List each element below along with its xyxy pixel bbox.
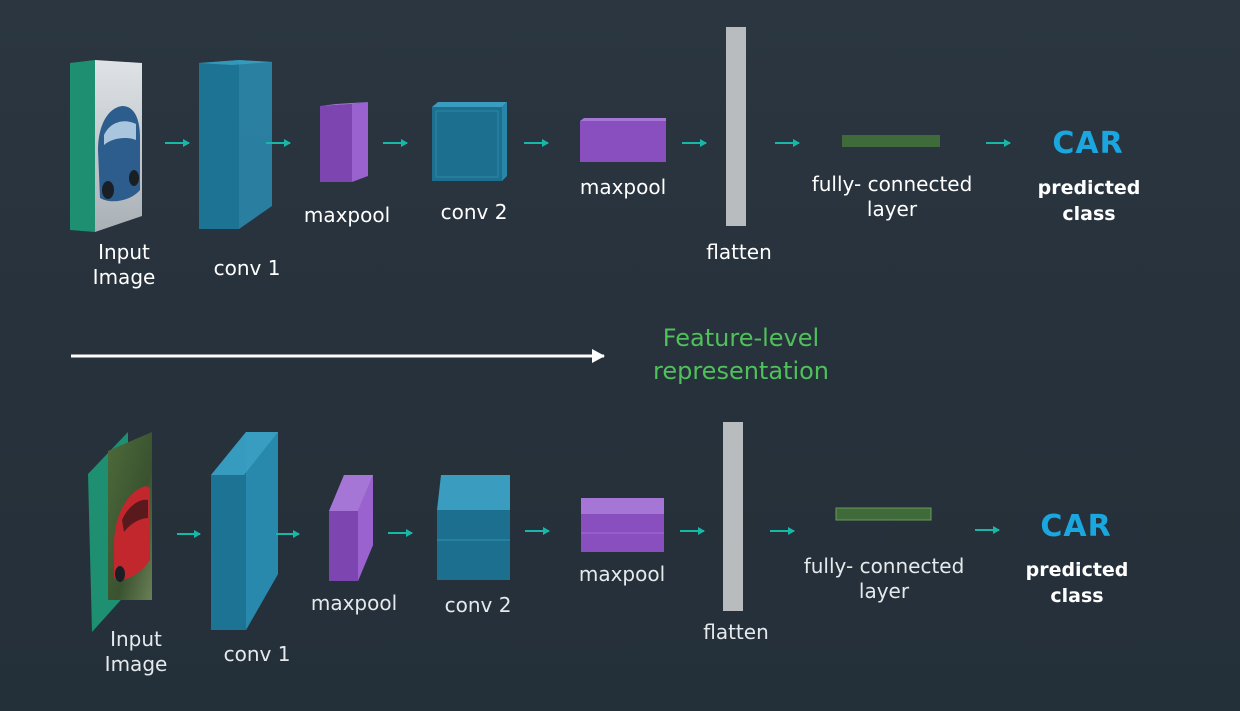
bottom-fc-label-line2: layer [858, 579, 910, 603]
bottom-arrows [177, 526, 1000, 538]
top-output-sublabel: predicted class [1038, 175, 1141, 227]
top-flatten-label: flatten [706, 240, 772, 264]
bottom-maxpool1-label: maxpool [310, 591, 398, 615]
top-input-label: Input Image [93, 240, 156, 290]
top-conv1-label: conv 1 [213, 256, 281, 280]
top-fc-bar [842, 135, 940, 147]
top-maxpool2-block [580, 118, 666, 162]
top-conv2-block [432, 102, 507, 181]
top-conv1-block [199, 60, 272, 229]
bottom-conv2-block [437, 475, 510, 580]
top-input-label-line1: Input [98, 240, 150, 264]
top-maxpool1-block [320, 102, 368, 182]
top-output-car: CAR [1052, 126, 1124, 161]
bottom-output-sub-line2: class [1050, 585, 1104, 607]
top-row [70, 27, 1011, 232]
bottom-fc-bar [835, 507, 932, 521]
bottom-maxpool2-block [581, 498, 664, 552]
top-fc-label: fully- connected layer [812, 172, 973, 222]
top-flatten-bar [726, 27, 746, 226]
bottom-fc-label-line1: fully- connected [803, 554, 965, 578]
top-fc-label-line2: layer [866, 197, 918, 221]
red-car-photo-icon [114, 486, 150, 582]
top-input-label-line2: Image [92, 265, 156, 289]
bottom-output-sublabel: predicted class [1026, 557, 1129, 609]
top-output-sub-line1: predicted [1037, 177, 1141, 199]
top-maxpool1-label: maxpool [303, 203, 391, 227]
bottom-input-image [88, 432, 152, 632]
bottom-input-label-line2: Image [104, 652, 168, 676]
top-maxpool2-label: maxpool [579, 175, 667, 199]
feature-level-label: Feature-level representation [653, 322, 829, 388]
car-photo-icon [98, 106, 140, 202]
bottom-output-sub-line1: predicted [1025, 559, 1129, 581]
bottom-input-label-line1: Input [110, 627, 162, 651]
bottom-output-car: CAR [1040, 509, 1112, 544]
bottom-conv1-label: conv 1 [223, 642, 291, 666]
bottom-flatten-bar [723, 422, 743, 611]
bottom-maxpool2-label: maxpool [578, 562, 666, 586]
bottom-conv2-label: conv 2 [444, 593, 512, 617]
top-fc-label-line1: fully- connected [811, 172, 973, 196]
bottom-conv1-block [211, 432, 278, 630]
bottom-fc-label: fully- connected layer [804, 554, 965, 604]
bottom-flatten-label: flatten [703, 620, 769, 644]
bottom-row [88, 422, 1000, 632]
feature-level-label-line2: representation [652, 357, 830, 385]
top-output-sub-line2: class [1062, 203, 1116, 225]
bottom-input-label: Input Image [105, 627, 168, 677]
top-conv2-label: conv 2 [440, 200, 508, 224]
feature-level-label-line1: Feature-level [662, 324, 820, 352]
top-input-image [70, 60, 142, 232]
bottom-maxpool1-block [329, 475, 373, 581]
